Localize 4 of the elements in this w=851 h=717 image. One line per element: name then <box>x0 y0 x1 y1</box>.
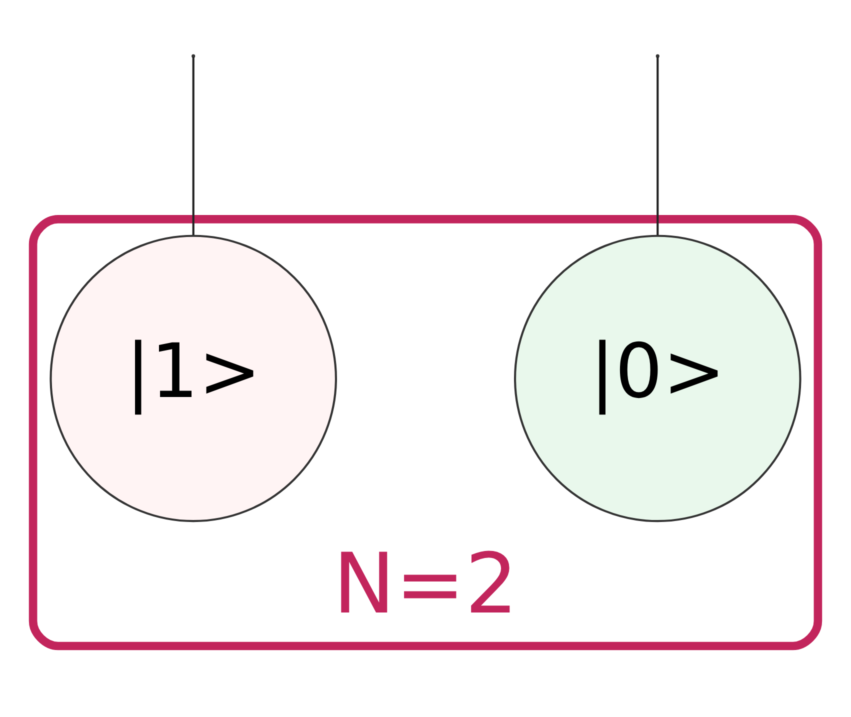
node-circle: |1> <box>50 234 338 522</box>
connector <box>656 56 659 235</box>
connector <box>192 56 194 235</box>
node-circle: |0> <box>514 234 802 522</box>
